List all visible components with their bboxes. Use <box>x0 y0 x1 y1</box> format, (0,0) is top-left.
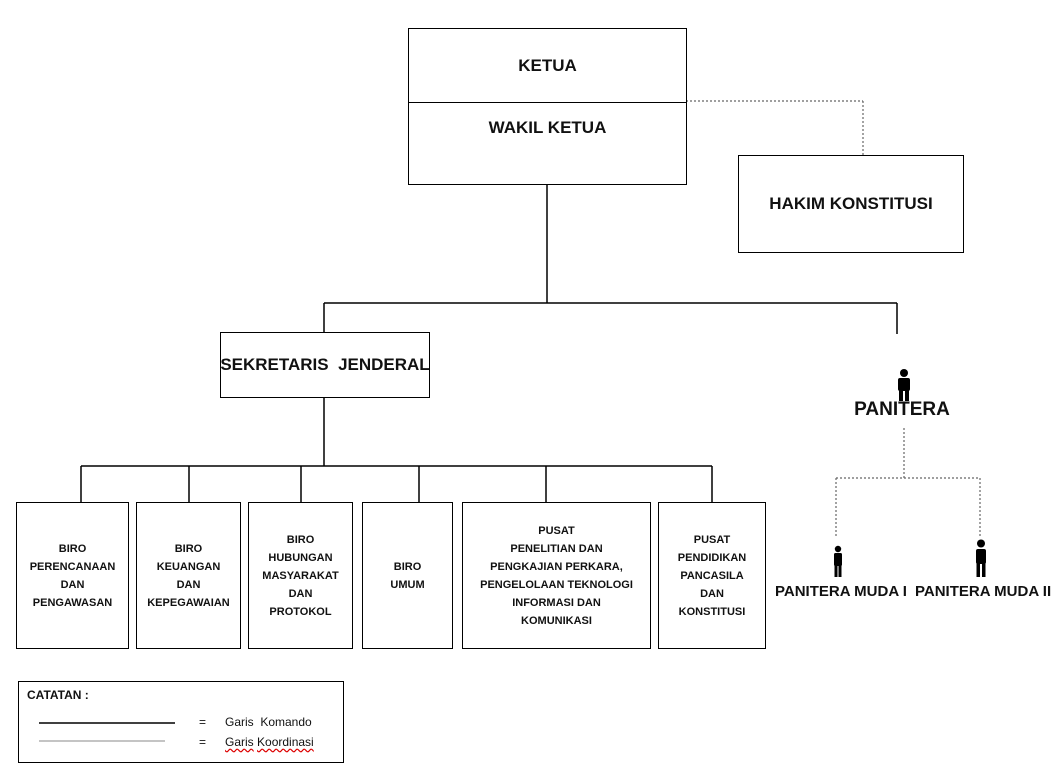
hakim-konstitusi-label: HAKIM KONSTITUSI <box>769 194 933 213</box>
unit-label: PUSAT PENELITIAN DAN PENGKAJIAN PERKARA,… <box>480 524 633 627</box>
legend-komando-label: Garis Komando <box>225 715 312 729</box>
legend-koordinasi-word-1: Garis <box>225 735 254 749</box>
legend-koordinasi-eq: = <box>199 735 207 749</box>
ketua-box: KETUA WAKIL KETUA <box>408 28 687 185</box>
unit-label: BIRO UMUM <box>390 560 425 591</box>
hakim-konstitusi-box: HAKIM KONSTITUSI <box>738 155 964 253</box>
sekretaris-jenderal-box: SEKRETARIS JENDERAL <box>220 332 430 398</box>
unit-pusat-pendidikan: PUSAT PENDIDIKAN PANCASILA DAN KONSTITUS… <box>658 502 766 649</box>
legend-line-samples <box>39 722 175 742</box>
unit-label: BIRO PERENCANAAN DAN PENGAWASAN <box>29 542 116 609</box>
panitera-muda-2-label: PANITERA MUDA II <box>915 583 1052 600</box>
legend-koordinasi-word-2: Koordinasi <box>257 735 314 749</box>
unit-biro-humas: BIRO HUBUNGAN MASYARAKAT DAN PROTOKOL <box>248 502 353 649</box>
panitera-person-icon <box>898 369 910 401</box>
legend-title: CATATAN : <box>27 688 89 702</box>
panitera-label: PANITERA <box>854 399 950 420</box>
unit-biro-umum: BIRO UMUM <box>362 502 453 649</box>
wakil-ketua-section: WAKIL KETUA <box>409 103 686 153</box>
legend-komando-eq: = <box>199 715 207 729</box>
legend-box: CATATAN : = Garis Komando = Garis Koordi… <box>18 681 344 763</box>
wakil-ketua-label: WAKIL KETUA <box>488 118 607 137</box>
legend-koordinasi-label: Garis Koordinasi <box>225 735 314 749</box>
unit-pusat-penelitian: PUSAT PENELITIAN DAN PENGKAJIAN PERKARA,… <box>462 502 651 649</box>
unit-biro-perencanaan: BIRO PERENCANAAN DAN PENGAWASAN <box>16 502 129 649</box>
panitera-muda-1-label: PANITERA MUDA I <box>775 583 907 600</box>
unit-biro-keuangan: BIRO KEUANGAN DAN KEPEGAWAIAN <box>136 502 241 649</box>
panitera-muda-2-person-icon <box>976 539 986 577</box>
unit-label: BIRO HUBUNGAN MASYARAKAT DAN PROTOKOL <box>262 533 339 618</box>
ketua-section: KETUA <box>409 29 686 103</box>
panitera-muda-1-person-icon <box>834 545 842 577</box>
ketua-label: KETUA <box>518 55 577 75</box>
unit-label: PUSAT PENDIDIKAN PANCASILA DAN KONSTITUS… <box>677 533 747 618</box>
sekretaris-jenderal-label: SEKRETARIS JENDERAL <box>220 355 430 374</box>
unit-label: BIRO KEUANGAN DAN KEPEGAWAIAN <box>147 542 230 609</box>
